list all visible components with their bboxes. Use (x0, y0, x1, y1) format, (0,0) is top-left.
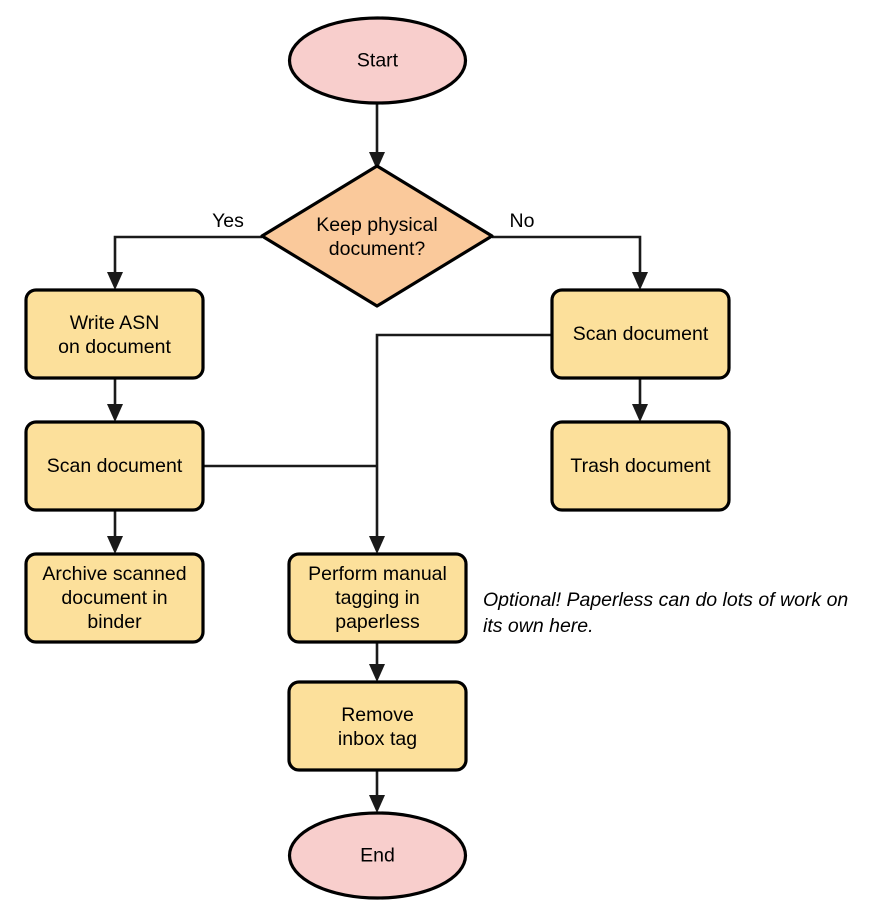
edge-write-asn-to-scan-left (107, 378, 123, 422)
node-scan-document-left[interactable]: Scan document (24, 420, 205, 512)
edge-decision-no-to-scan-right (492, 235, 648, 290)
end-ellipse (287, 811, 468, 900)
edge-manual-tagging-to-remove-inbox (369, 642, 385, 682)
node-start[interactable]: Start (287, 16, 468, 105)
edge-remove-inbox-to-end (369, 770, 385, 813)
trash-document-label: Trash document (570, 455, 711, 477)
scan-document-right-box (550, 288, 731, 380)
edge-decision-yes-to-write-asn (107, 235, 262, 290)
archive-label-line1: Archive scanned (42, 563, 186, 585)
trash-document-box (550, 420, 731, 512)
node-trash-document[interactable]: Trash document (550, 420, 731, 512)
node-scan-document-right[interactable]: Scan document (550, 288, 731, 380)
edge-label-no: No (510, 210, 535, 232)
manual-tagging-box (287, 552, 468, 644)
scan-document-left-box (24, 420, 205, 512)
node-end[interactable]: End (287, 811, 468, 900)
write-asn-label-line2: on document (58, 336, 171, 358)
remove-inbox-tag-label-line1: Remove (341, 704, 414, 726)
manual-tagging-label-line2: tagging in (335, 587, 420, 609)
node-remove-inbox-tag[interactable]: Remove inbox tag (287, 680, 468, 772)
start-label: Start (357, 50, 399, 72)
edge-label-yes: Yes (212, 210, 244, 232)
remove-inbox-tag-label-line2: inbox tag (338, 728, 417, 750)
annotation-optional-note: Optional! Paperless can do lots of work … (483, 587, 883, 639)
scan-document-left-label: Scan document (47, 455, 183, 477)
edge-scan-left-to-archive (107, 510, 123, 554)
archive-box (24, 552, 205, 644)
archive-label-line2: document in (61, 587, 167, 609)
scan-document-right-label: Scan document (573, 323, 709, 345)
annotation-line-1: Optional! Paperless can do lots of work … (483, 589, 849, 611)
remove-inbox-tag-box (287, 680, 468, 772)
node-decision-keep-physical-document[interactable]: Keep physical document? (260, 164, 494, 308)
decision-diamond (260, 164, 494, 308)
edge-scan-right-to-trash (632, 378, 648, 422)
node-perform-manual-tagging[interactable]: Perform manual tagging in paperless (287, 552, 468, 644)
edge-start-to-decision (369, 103, 385, 170)
write-asn-label-line1: Write ASN (70, 312, 160, 334)
annotation-line-2: its own here. (483, 615, 594, 637)
write-asn-box (24, 288, 205, 380)
node-write-asn-on-document[interactable]: Write ASN on document (24, 288, 205, 380)
end-label: End (360, 845, 395, 867)
node-archive-scanned-document[interactable]: Archive scanned document in binder (24, 552, 205, 644)
decision-label-line1: Keep physical (316, 214, 437, 236)
start-ellipse (287, 16, 468, 105)
edge-scan-right-to-manual-tagging (369, 333, 552, 554)
manual-tagging-label-line3: paperless (335, 611, 420, 633)
archive-label-line3: binder (87, 611, 142, 633)
decision-label-line2: document? (329, 238, 426, 260)
manual-tagging-label-line1: Perform manual (308, 563, 447, 585)
